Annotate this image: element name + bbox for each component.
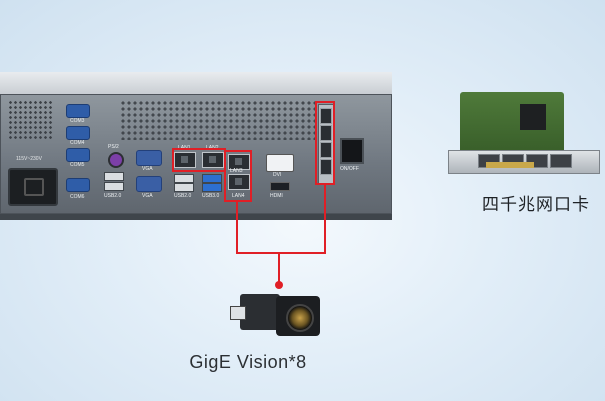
usb-port <box>174 174 194 183</box>
connection-dot <box>275 281 283 289</box>
connection-line <box>278 252 280 284</box>
connection-line <box>236 202 238 254</box>
vent-grid <box>120 100 316 140</box>
pcie-connector <box>486 162 534 168</box>
camera-label: GigE Vision*8 <box>189 352 307 372</box>
power-switch-label: ON/OFF <box>340 166 359 172</box>
lan-port <box>228 174 250 190</box>
com-label: COM3 <box>70 118 85 124</box>
usb-label: USB3.0 <box>202 193 220 199</box>
usb3-port <box>202 183 222 192</box>
power-inlet <box>8 168 58 206</box>
com-port <box>66 104 90 118</box>
nic-port <box>320 108 332 124</box>
chassis-top <box>0 72 392 95</box>
gige-camera-body <box>240 294 280 330</box>
hdmi-port <box>270 182 290 191</box>
usb-port <box>104 182 124 191</box>
power-switch <box>340 138 364 164</box>
vga-label: VGA <box>142 166 153 172</box>
lan-port <box>228 154 250 170</box>
ps2-port <box>108 152 124 168</box>
lan-label: LAN4 <box>232 193 245 199</box>
dvi-label: DVI <box>273 172 282 178</box>
chassis-bottom <box>0 214 392 220</box>
com-label: COM5 <box>70 162 85 168</box>
hdmi-label: HDMI <box>270 193 283 199</box>
usb-port <box>104 172 124 181</box>
com-label: COM4 <box>70 140 85 146</box>
lan-port <box>174 152 196 168</box>
connection-line <box>324 185 326 254</box>
com-port <box>66 126 90 140</box>
lan-highlight-box <box>224 150 252 202</box>
nic-chip <box>520 104 546 130</box>
nic-card-bracket <box>448 150 600 174</box>
usb3-port <box>202 174 222 183</box>
nic-port <box>320 125 332 141</box>
dvi-port <box>266 154 294 172</box>
nic-port <box>320 159 332 175</box>
nic-port <box>320 142 332 158</box>
fan-vent <box>8 100 52 140</box>
ps2-label: PS/2 <box>108 144 119 150</box>
voltage-label: 115V~230V <box>16 156 42 162</box>
connection-line <box>236 252 326 254</box>
usb-port <box>174 183 194 192</box>
com-port <box>66 178 90 192</box>
com-label: COM6 <box>70 194 85 200</box>
lan-highlight-box <box>172 148 226 172</box>
nic-highlight-box <box>315 101 335 185</box>
vga-label: VGA <box>142 193 153 199</box>
vga-port <box>136 150 162 166</box>
lan-label: LAN3 <box>230 168 243 174</box>
camera-lens-icon <box>276 296 320 336</box>
camera-ethernet-port <box>230 306 246 320</box>
usb-label: USB2.0 <box>174 193 192 199</box>
lan-port <box>202 152 224 168</box>
vga-port <box>136 176 162 192</box>
com-port <box>66 148 90 162</box>
usb-label: USB2.0 <box>104 193 122 199</box>
nic-card-port <box>550 154 572 168</box>
nic-card-label: 四千兆网口卡 <box>482 195 590 214</box>
